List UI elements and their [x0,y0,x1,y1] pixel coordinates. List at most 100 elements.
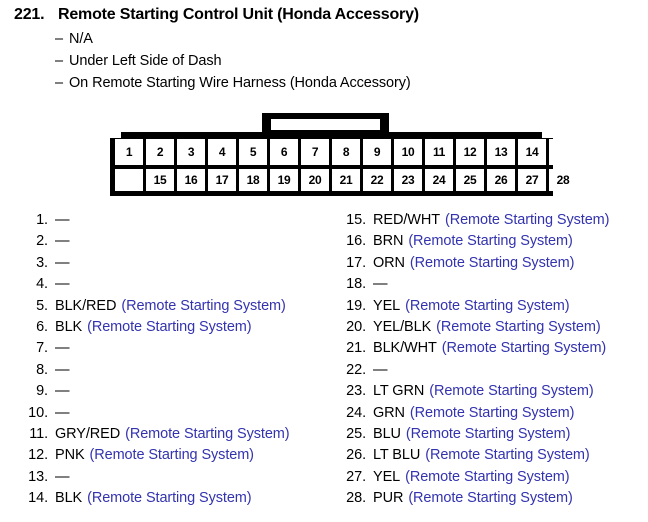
pin-wire-color: BLK [55,318,83,335]
pin-wire-color: — [55,468,70,485]
pin-wire-color: YEL [373,297,401,314]
pin-list-item: 11.GRY/RED(Remote Starting System) [18,426,328,447]
pin-wire-color: LT GRN [373,383,425,400]
pin-list-item: 15.RED/WHT(Remote Starting System) [336,212,641,233]
pin-list-item: 27.YEL(Remote Starting System) [336,469,641,490]
connector-end-pad [549,139,577,165]
pin-list-item: 5. BLK/RED(Remote Starting System) [18,298,328,319]
connector-pin-cell: 28 [549,169,577,191]
pin-list-item: 24.GRN(Remote Starting System) [336,405,641,426]
pin-number: 28. [346,490,366,507]
pin-system-label: (Remote Starting System) [425,447,590,464]
pin-number: 8. [36,361,48,378]
pin-wire-color: — [55,212,70,228]
pin-list-item: 6. BLK(Remote Starting System) [18,319,328,340]
connector-pin-cell: 27 [518,169,546,191]
pin-wire-color: RED/WHT [373,212,440,228]
pin-system-label: (Remote Starting System) [436,318,601,335]
connector-pin-cell: 22 [363,169,391,191]
pin-number: 9. [36,383,48,400]
bullet-dash: – [55,53,63,69]
header-detail-text: On Remote Starting Wire Harness (Honda A… [69,75,411,91]
connector-pin-cell: 6 [270,139,298,165]
pin-list-item: 26.LT BLU(Remote Starting System) [336,447,641,468]
pin-list-item: 4.— [18,276,328,297]
connector-pin-cell: 3 [177,139,205,165]
connector-pin-cell: 2 [146,139,174,165]
connector-pin-cell: 16 [177,169,205,191]
pin-number: 17. [346,254,366,271]
pin-number: 16. [346,233,366,250]
pin-list-item: 14.BLK(Remote Starting System) [18,490,328,511]
pin-list-item: 22.— [336,362,641,383]
bullet-dash: – [55,31,63,47]
pin-system-label: (Remote Starting System) [409,254,575,271]
pin-system-label: (Remote Starting System) [121,297,286,314]
pin-wire-color: PUR [373,490,404,507]
connector-start-pad [115,169,143,191]
header-detail-text: Under Left Side of Dash [69,53,222,69]
page-title-text: Remote Starting Control Unit (Honda Acce… [58,6,419,23]
pin-wire-color: LT BLU [373,447,421,464]
pin-system-label: (Remote Starting System) [87,318,252,335]
pin-system-label: (Remote Starting System) [441,340,607,357]
pin-wire-color: BLK/WHT [373,340,437,357]
pin-wire-color: ORN [373,254,405,271]
connector-pin-cell: 8 [332,139,360,165]
bullet-dash: – [55,75,63,91]
pin-wire-color: — [55,383,70,400]
pin-list-item: 23. LT GRN(Remote Starting System) [336,383,641,404]
pin-list-item: 9. — [18,383,328,404]
pin-wire-color: BLK [55,490,83,507]
pin-number: 5. [36,297,48,314]
connector-pin-cell: 1 [115,139,143,165]
pin-system-label: (Remote Starting System) [89,447,255,464]
pin-wire-color: — [55,254,70,271]
page-title-number: 221. [14,6,45,23]
connector-pin-cell: 7 [301,139,329,165]
pin-list-item: 21.BLK/WHT(Remote Starting System) [336,340,641,361]
pin-number: 15. [346,212,366,228]
pin-number: 13. [28,468,48,485]
pin-number: 23. [346,383,366,400]
pin-system-label: (Remote Starting System) [87,490,252,507]
pin-number: 2. [36,233,48,250]
pin-number: 7. [36,340,48,357]
pin-number: 24. [346,404,366,421]
pin-system-label: (Remote Starting System) [408,233,573,250]
pin-wire-color: — [55,340,70,357]
pin-wire-color: BLU [373,425,401,442]
pin-wire-color: GRN [373,404,405,421]
pin-list-item: 18.— [336,276,641,297]
connector-shoulder-notch-left [110,132,121,138]
pin-wire-color: — [55,404,70,421]
pin-system-label: (Remote Starting System) [429,383,594,400]
connector-pin-cell: 4 [208,139,236,165]
connector-pin-cell: 9 [363,139,391,165]
connector-pin-cell: 15 [146,169,174,191]
pin-list-item: 2.— [18,233,328,254]
connector-pin-cell: 12 [456,139,484,165]
connector-pin-cell: 5 [239,139,267,165]
connector-pin-cell: 17 [208,169,236,191]
pin-list-item: 16.BRN(Remote Starting System) [336,233,641,254]
pin-list-item: 10.— [18,405,328,426]
pin-number: 18. [346,276,366,293]
pin-list-item: 12.PNK(Remote Starting System) [18,447,328,468]
connector-pin-cell: 23 [394,169,422,191]
connector-pin-cell: 10 [394,139,422,165]
connector-pin-cell: 25 [456,169,484,191]
pin-list-item: 13. — [18,469,328,490]
pin-system-label: (Remote Starting System) [405,425,571,442]
pin-list-right: 15.RED/WHT(Remote Starting System)16.BRN… [336,212,641,511]
pin-wire-color: BLK/RED [55,297,117,314]
pin-system-label: (Remote Starting System) [405,297,570,314]
pin-number: 22. [346,361,366,378]
connector-pin-cell: 14 [518,139,546,165]
pin-wire-color: YEL [373,468,401,485]
pin-number: 6. [36,318,48,335]
connector-pin-cell: 24 [425,169,453,191]
